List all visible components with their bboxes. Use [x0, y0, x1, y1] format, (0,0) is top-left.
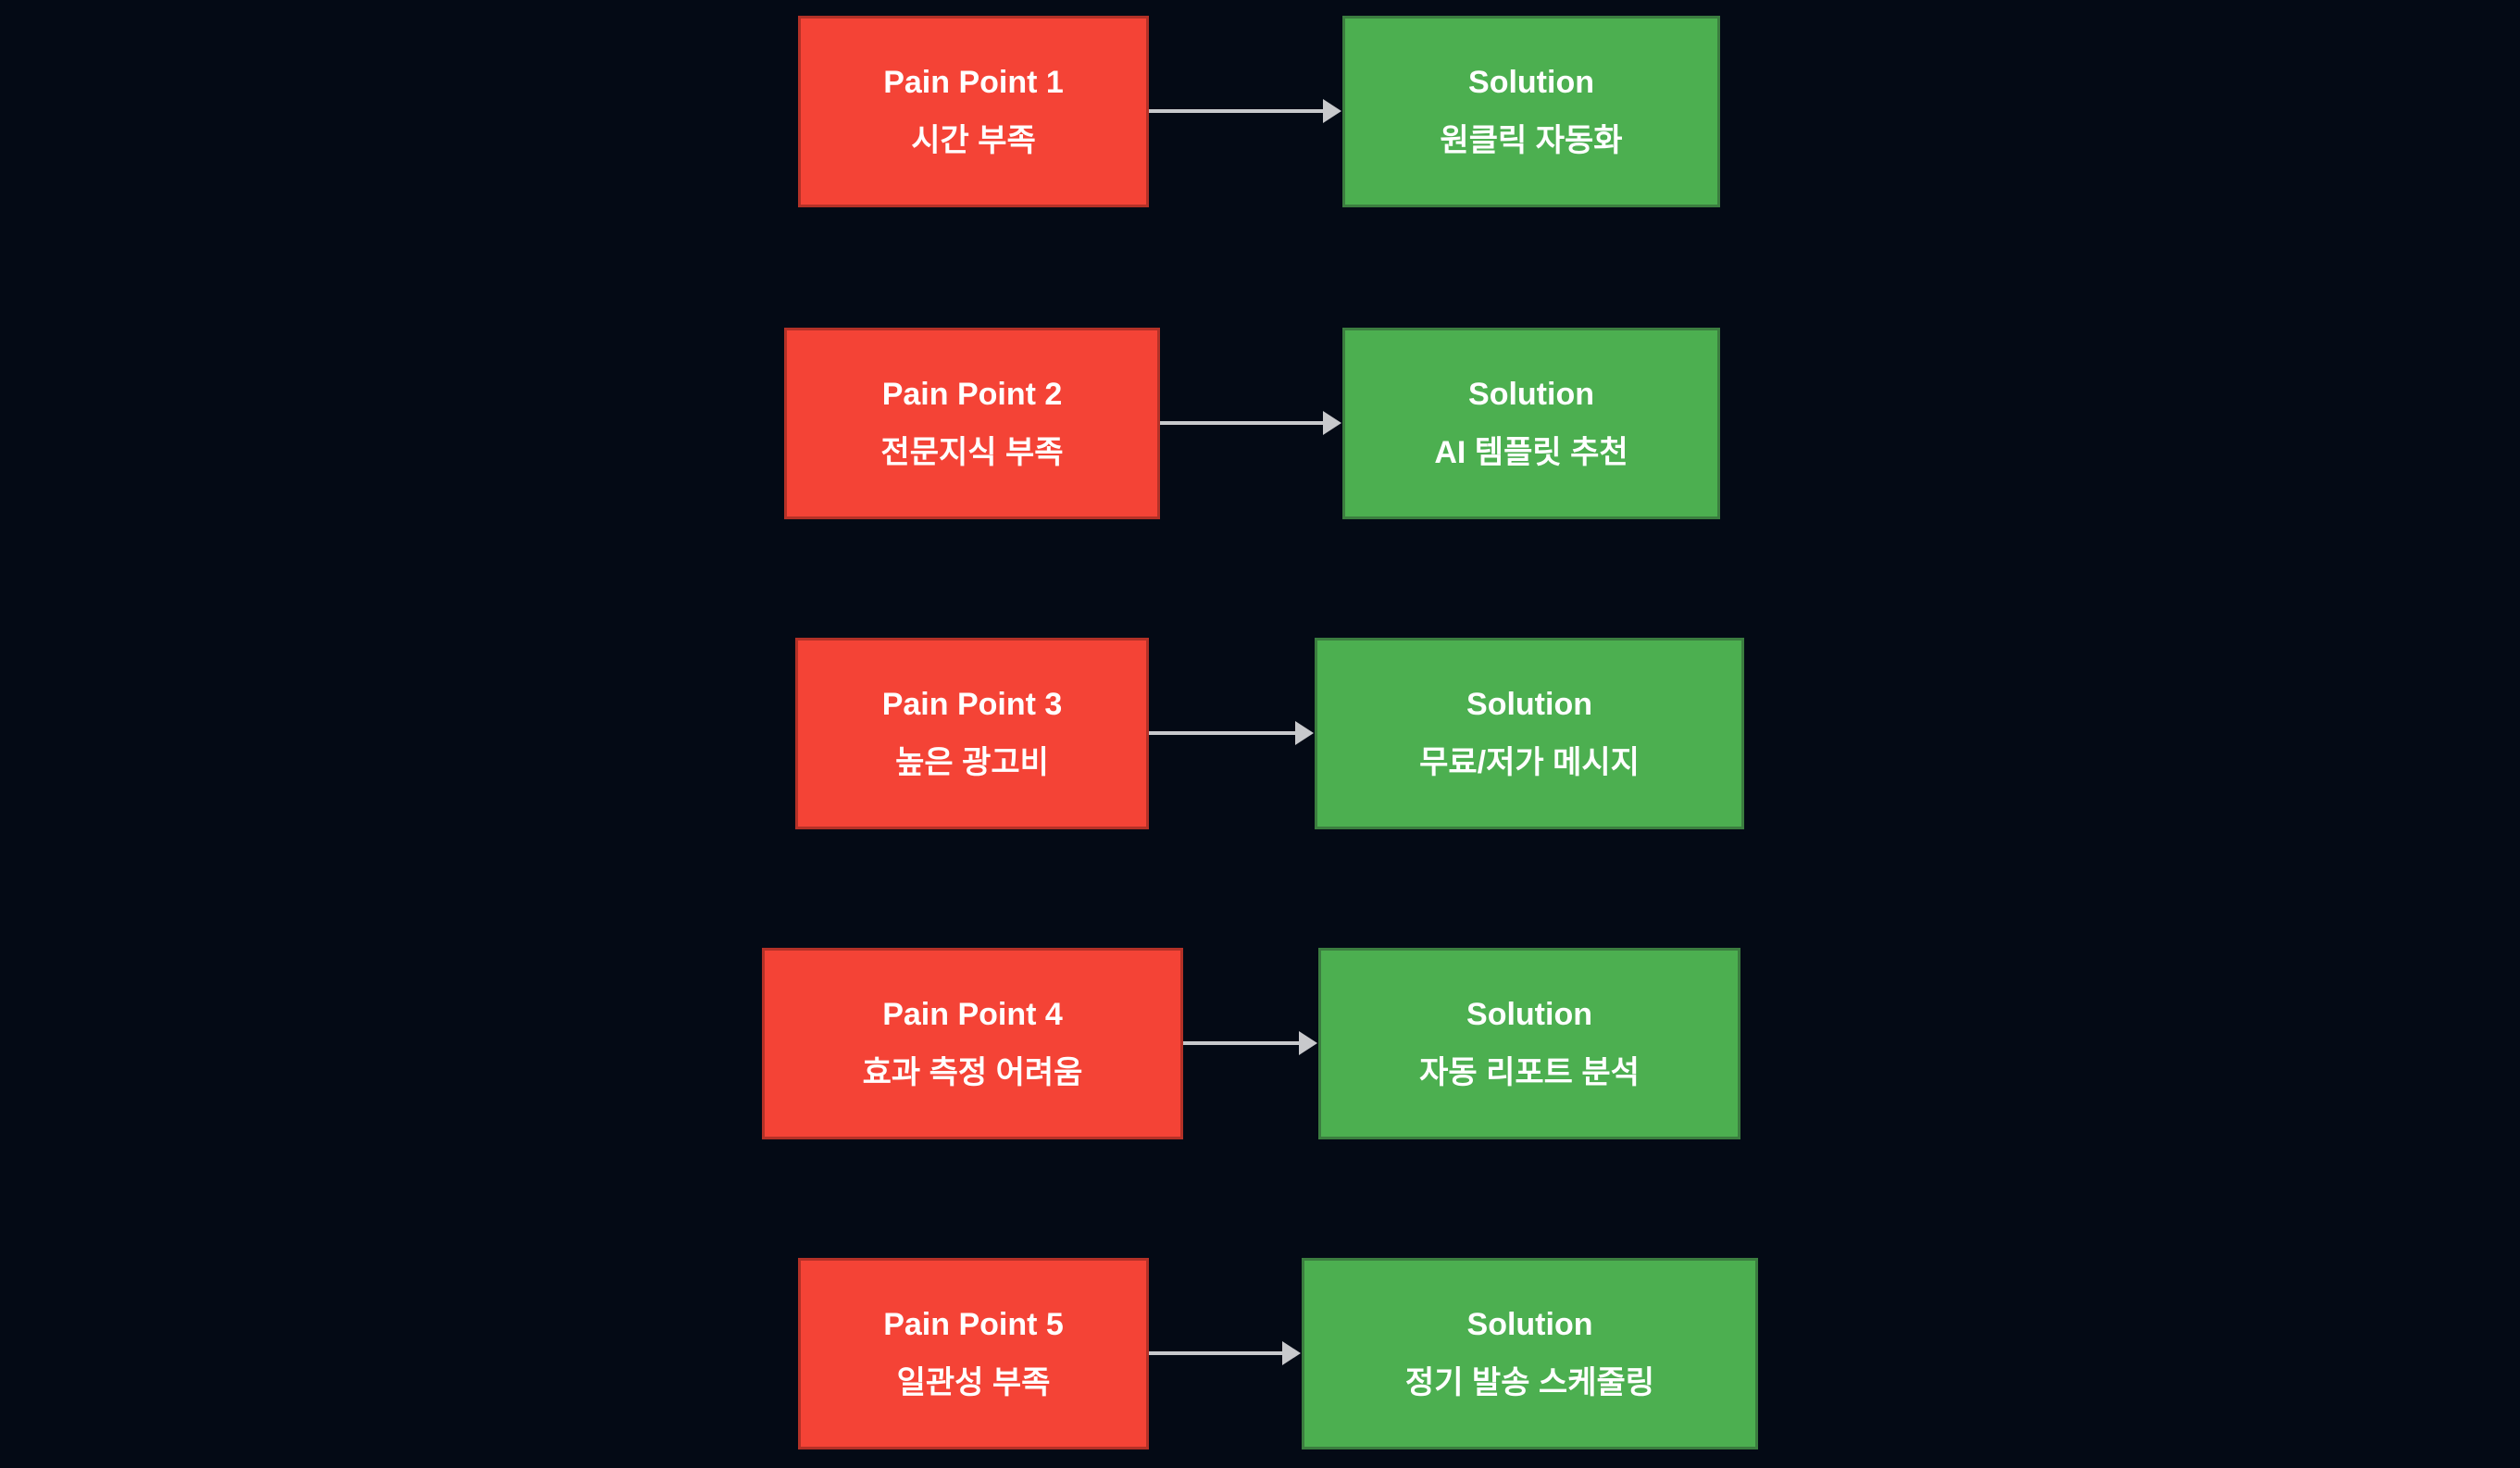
solution-3-title: Solution	[1466, 686, 1592, 722]
pain-point-3-subtitle: 높은 광고비	[895, 744, 1049, 780]
solution-1-subtitle: 원클릭 자동화	[1440, 122, 1623, 158]
solution-5-subtitle: 정기 발송 스케줄링	[1404, 1364, 1655, 1400]
arrowhead-icon	[1323, 99, 1341, 123]
pain-point-4-title: Pain Point 4	[882, 996, 1063, 1032]
solution-4-title: Solution	[1466, 996, 1592, 1032]
arrowhead-icon	[1295, 721, 1314, 745]
pain-point-1-box: Pain Point 1 시간 부족	[798, 16, 1149, 207]
pain-point-2-title: Pain Point 2	[881, 376, 1063, 412]
pain-point-1-title: Pain Point 1	[883, 64, 1064, 100]
solution-1-box: Solution 원클릭 자동화	[1342, 16, 1720, 207]
solution-5-title: Solution	[1466, 1306, 1593, 1342]
arrow-connector-1	[1149, 99, 1341, 123]
pain-point-2-subtitle: 전문지식 부족	[880, 434, 1064, 470]
pain-point-3-box: Pain Point 3 높은 광고비	[795, 638, 1149, 829]
pain-point-4-subtitle: 효과 측정 어려움	[862, 1054, 1083, 1090]
pain-point-5-box: Pain Point 5 일관성 부족	[798, 1258, 1149, 1449]
solution-5-box: Solution 정기 발송 스케줄링	[1302, 1258, 1758, 1449]
solution-2-title: Solution	[1468, 376, 1594, 412]
arrowhead-icon	[1299, 1031, 1317, 1055]
pain-point-5-title: Pain Point 5	[883, 1306, 1064, 1342]
arrow-connector-3	[1149, 721, 1314, 745]
arrow-connector-4	[1183, 1031, 1317, 1055]
solution-2-box: Solution AI 템플릿 추천	[1342, 328, 1720, 519]
solution-3-subtitle: 무료/저가 메시지	[1419, 744, 1640, 780]
solution-4-box: Solution 자동 리포트 분석	[1318, 948, 1740, 1139]
pain-point-3-title: Pain Point 3	[881, 686, 1063, 722]
pain-point-1-subtitle: 시간 부족	[911, 122, 1036, 158]
solution-2-subtitle: AI 템플릿 추천	[1434, 434, 1628, 470]
pain-point-4-box: Pain Point 4 효과 측정 어려움	[762, 948, 1183, 1139]
solution-4-subtitle: 자동 리포트 분석	[1419, 1054, 1640, 1090]
pain-point-2-box: Pain Point 2 전문지식 부족	[784, 328, 1160, 519]
arrowhead-icon	[1323, 411, 1341, 435]
arrow-connector-2	[1160, 411, 1341, 435]
arrowhead-icon	[1282, 1341, 1301, 1365]
arrow-connector-5	[1149, 1341, 1301, 1365]
pain-point-5-subtitle: 일관성 부족	[896, 1364, 1051, 1400]
solution-1-title: Solution	[1468, 64, 1594, 100]
solution-3-box: Solution 무료/저가 메시지	[1315, 638, 1744, 829]
